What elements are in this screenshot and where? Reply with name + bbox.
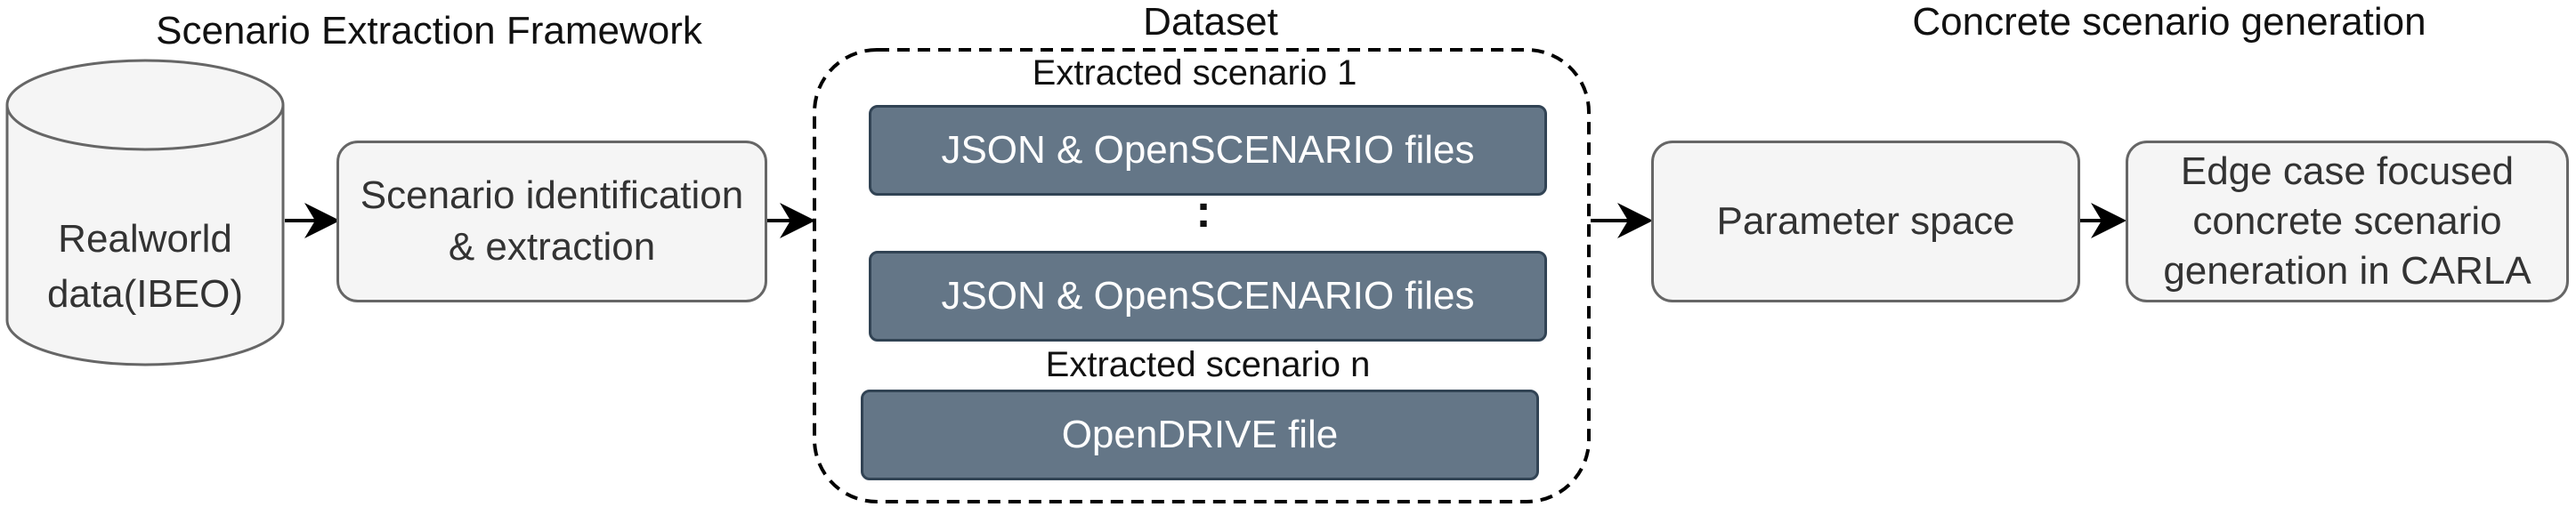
parameter-space-box: Parameter space <box>1651 141 2080 302</box>
database-cylinder <box>5 59 285 366</box>
edge-case-generation-box: Edge case focused concrete scenario gene… <box>2126 141 2569 302</box>
dataset-container <box>813 48 1591 503</box>
extracted-scenario-1-label: Extracted scenario 1 <box>1032 53 1357 93</box>
realworld-data-label: Realworld data(IBEO) <box>46 217 244 316</box>
extracted-scenario-n-label: Extracted scenario n <box>1045 345 1371 384</box>
dataset-title: Dataset <box>1143 0 1278 44</box>
scenario-identification-box: Scenario identification & extraction <box>336 141 767 302</box>
generation-title: Concrete scenario generation <box>1912 0 2426 44</box>
extraction-framework-title: Scenario Extraction Framework <box>156 9 702 52</box>
ellipsis-marker: : <box>1195 186 1211 237</box>
scenario-n-files-box: JSON & OpenSCENARIO files <box>869 251 1547 342</box>
scenario-1-files-box: JSON & OpenSCENARIO files <box>869 105 1547 196</box>
opendrive-file-box: OpenDRIVE file <box>861 390 1539 480</box>
